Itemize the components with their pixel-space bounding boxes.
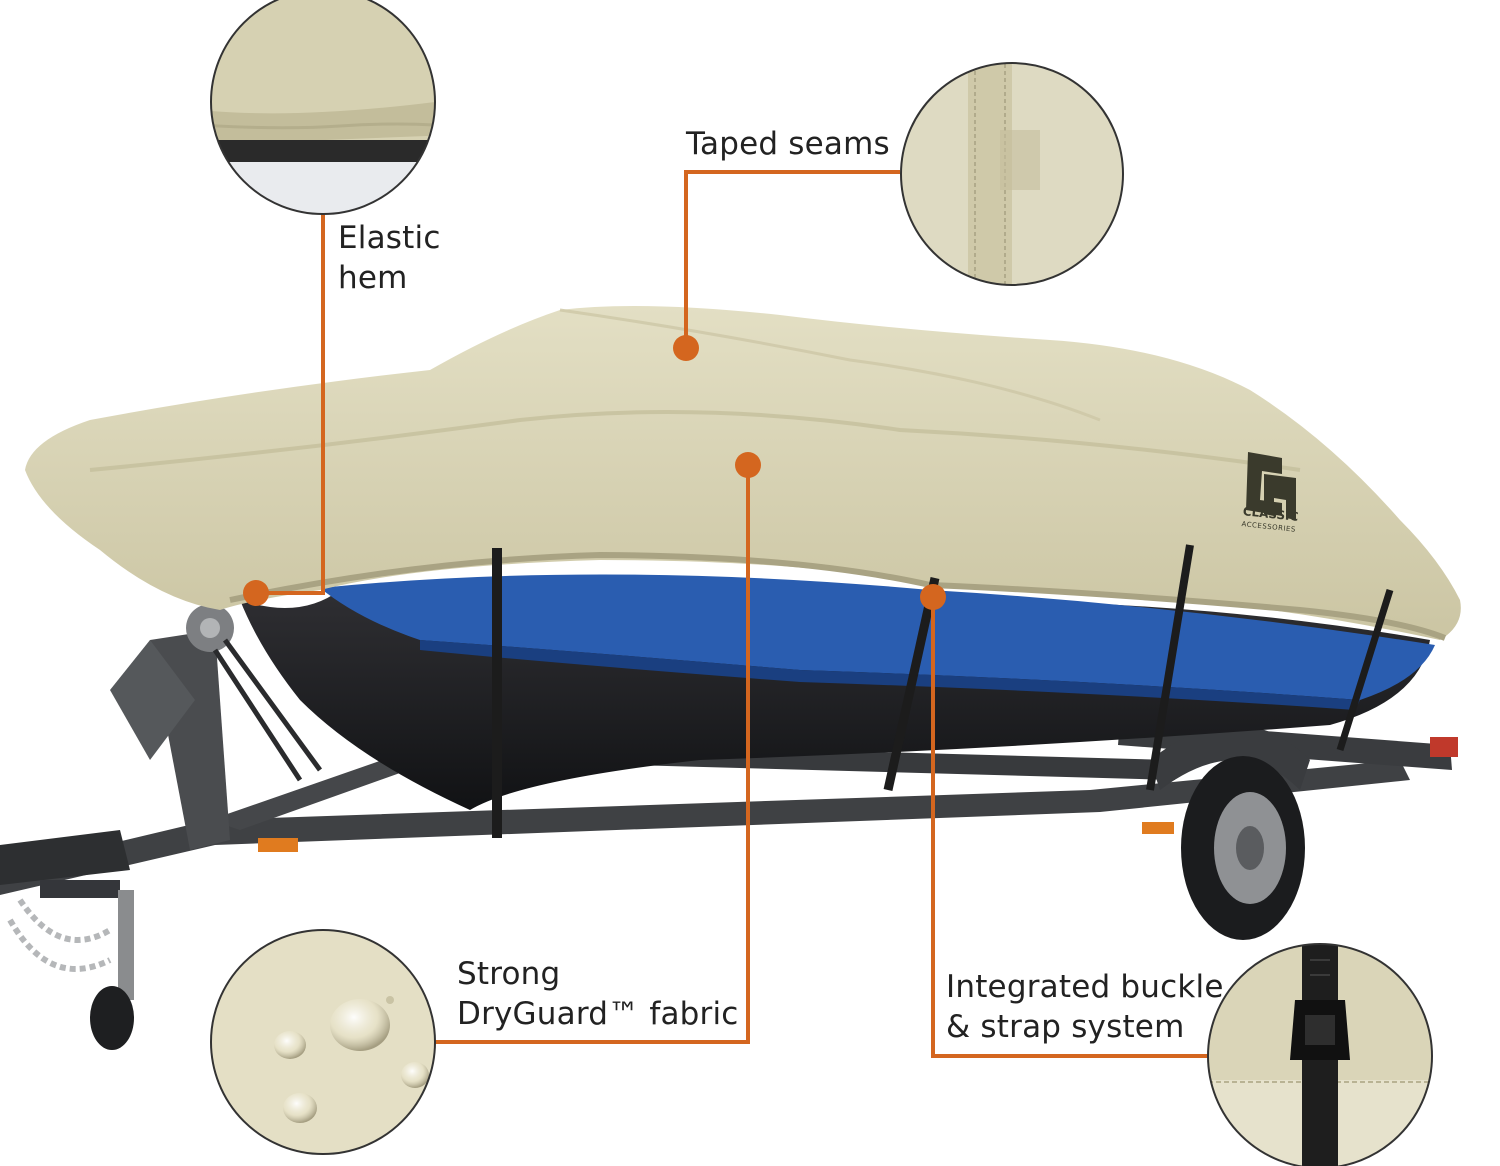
dryguard-line1: Strong: [457, 956, 561, 992]
callout-dots: [243, 335, 946, 610]
dryguard-leader: [433, 465, 750, 1044]
taped-seams-text: Taped seams: [686, 126, 890, 162]
taped-seams-leader: [684, 170, 900, 348]
taped-seams-label: Taped seams: [686, 124, 890, 164]
buckle-line2: & strap system: [946, 1009, 1185, 1045]
dryguard-label: Strong DryGuard™ fabric: [457, 954, 739, 1034]
callout-lines: [256, 170, 1208, 1058]
buckle-leader: [931, 597, 1208, 1058]
elastic-hem-closeup: [210, 0, 436, 215]
buckle-dot: [920, 584, 946, 610]
water-droplets-closeup: [210, 929, 436, 1155]
buckle-line1: Integrated buckle: [946, 969, 1224, 1005]
buckle-strap-closeup: [1207, 943, 1433, 1166]
boat-hull: [240, 574, 1435, 810]
taped-seams-closeup: [900, 62, 1124, 286]
dryguard-dot: [735, 452, 761, 478]
elastic-hem-dot: [243, 580, 269, 606]
classic-accessories-logo: [1246, 452, 1296, 520]
elastic-hem-line1: Elastic: [338, 220, 441, 256]
buckle-label: Integrated buckle & strap system: [946, 967, 1224, 1047]
elastic-hem-line2: hem: [338, 260, 408, 296]
boat-trailer: [0, 604, 1458, 1050]
elastic-hem-label: Elastic hem: [338, 218, 441, 298]
dryguard-line2: DryGuard™ fabric: [457, 996, 739, 1032]
elastic-hem-leader: [256, 214, 325, 595]
taped-seams-dot: [673, 335, 699, 361]
